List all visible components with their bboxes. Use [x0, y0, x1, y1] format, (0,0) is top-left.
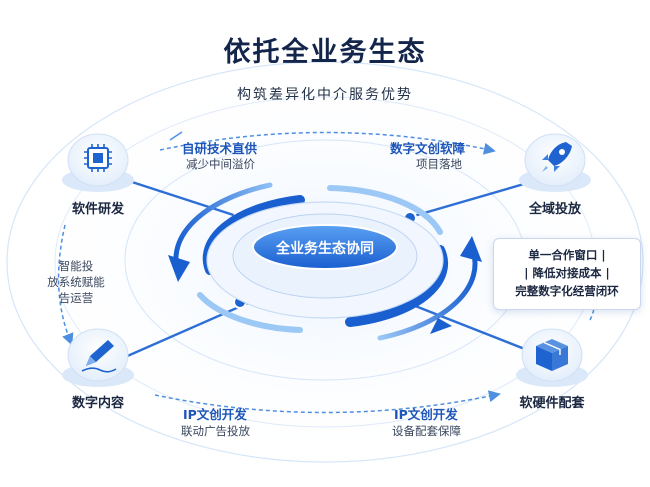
- node-label-launch: 全域投放: [528, 202, 581, 217]
- hub-label: 全业务生态协同: [276, 241, 374, 257]
- panel-line: 单一合作窗口 |: [528, 248, 606, 262]
- node-label-content: 数字内容: [71, 396, 124, 411]
- pen-icon: [81, 340, 117, 373]
- edge-top-left-title: 自研技术直供: [182, 141, 258, 156]
- page-subtitle: 构筑差异化中介服务优势: [237, 87, 413, 103]
- outer-ring: [6, 61, 644, 463]
- edge-bottom-right-subtitle: 设备配套保障: [392, 424, 461, 438]
- edge-bottom-right-title: IP文创开发: [394, 407, 458, 422]
- panel-line: | 降低对接成本 |: [524, 266, 610, 280]
- edge-bottom-left-title: IP文创开发: [183, 407, 247, 422]
- edge-left-line: 放系统赋能: [47, 275, 105, 289]
- rocket-icon: [542, 142, 572, 172]
- edge-top-right-title: 数字文创软障: [390, 141, 466, 156]
- benefits-panel: 单一合作窗口 | | 降低对接成本 | 完整数字化经营闭环: [493, 238, 641, 310]
- edge-bottom-left-subtitle: 联动广告投放: [181, 424, 250, 438]
- page-title: 依托全业务生态: [223, 37, 427, 68]
- edge-top-left-subtitle: 减少中间溢价: [186, 157, 255, 171]
- node-label-software: 软件研发: [71, 202, 124, 217]
- edge-left-line: 智能投: [58, 259, 94, 273]
- box-icon: [536, 339, 568, 371]
- connector-bottom-right: [399, 298, 541, 357]
- chip-icon: [84, 144, 112, 172]
- edge-top-right-subtitle: 项目落地: [416, 157, 462, 171]
- node-label-hardware: 软硬件配套: [519, 396, 585, 411]
- edge-left-line: 告运营: [58, 291, 94, 305]
- panel-line: 完整数字化经营闭环: [515, 284, 619, 298]
- hub-pill: [252, 224, 398, 270]
